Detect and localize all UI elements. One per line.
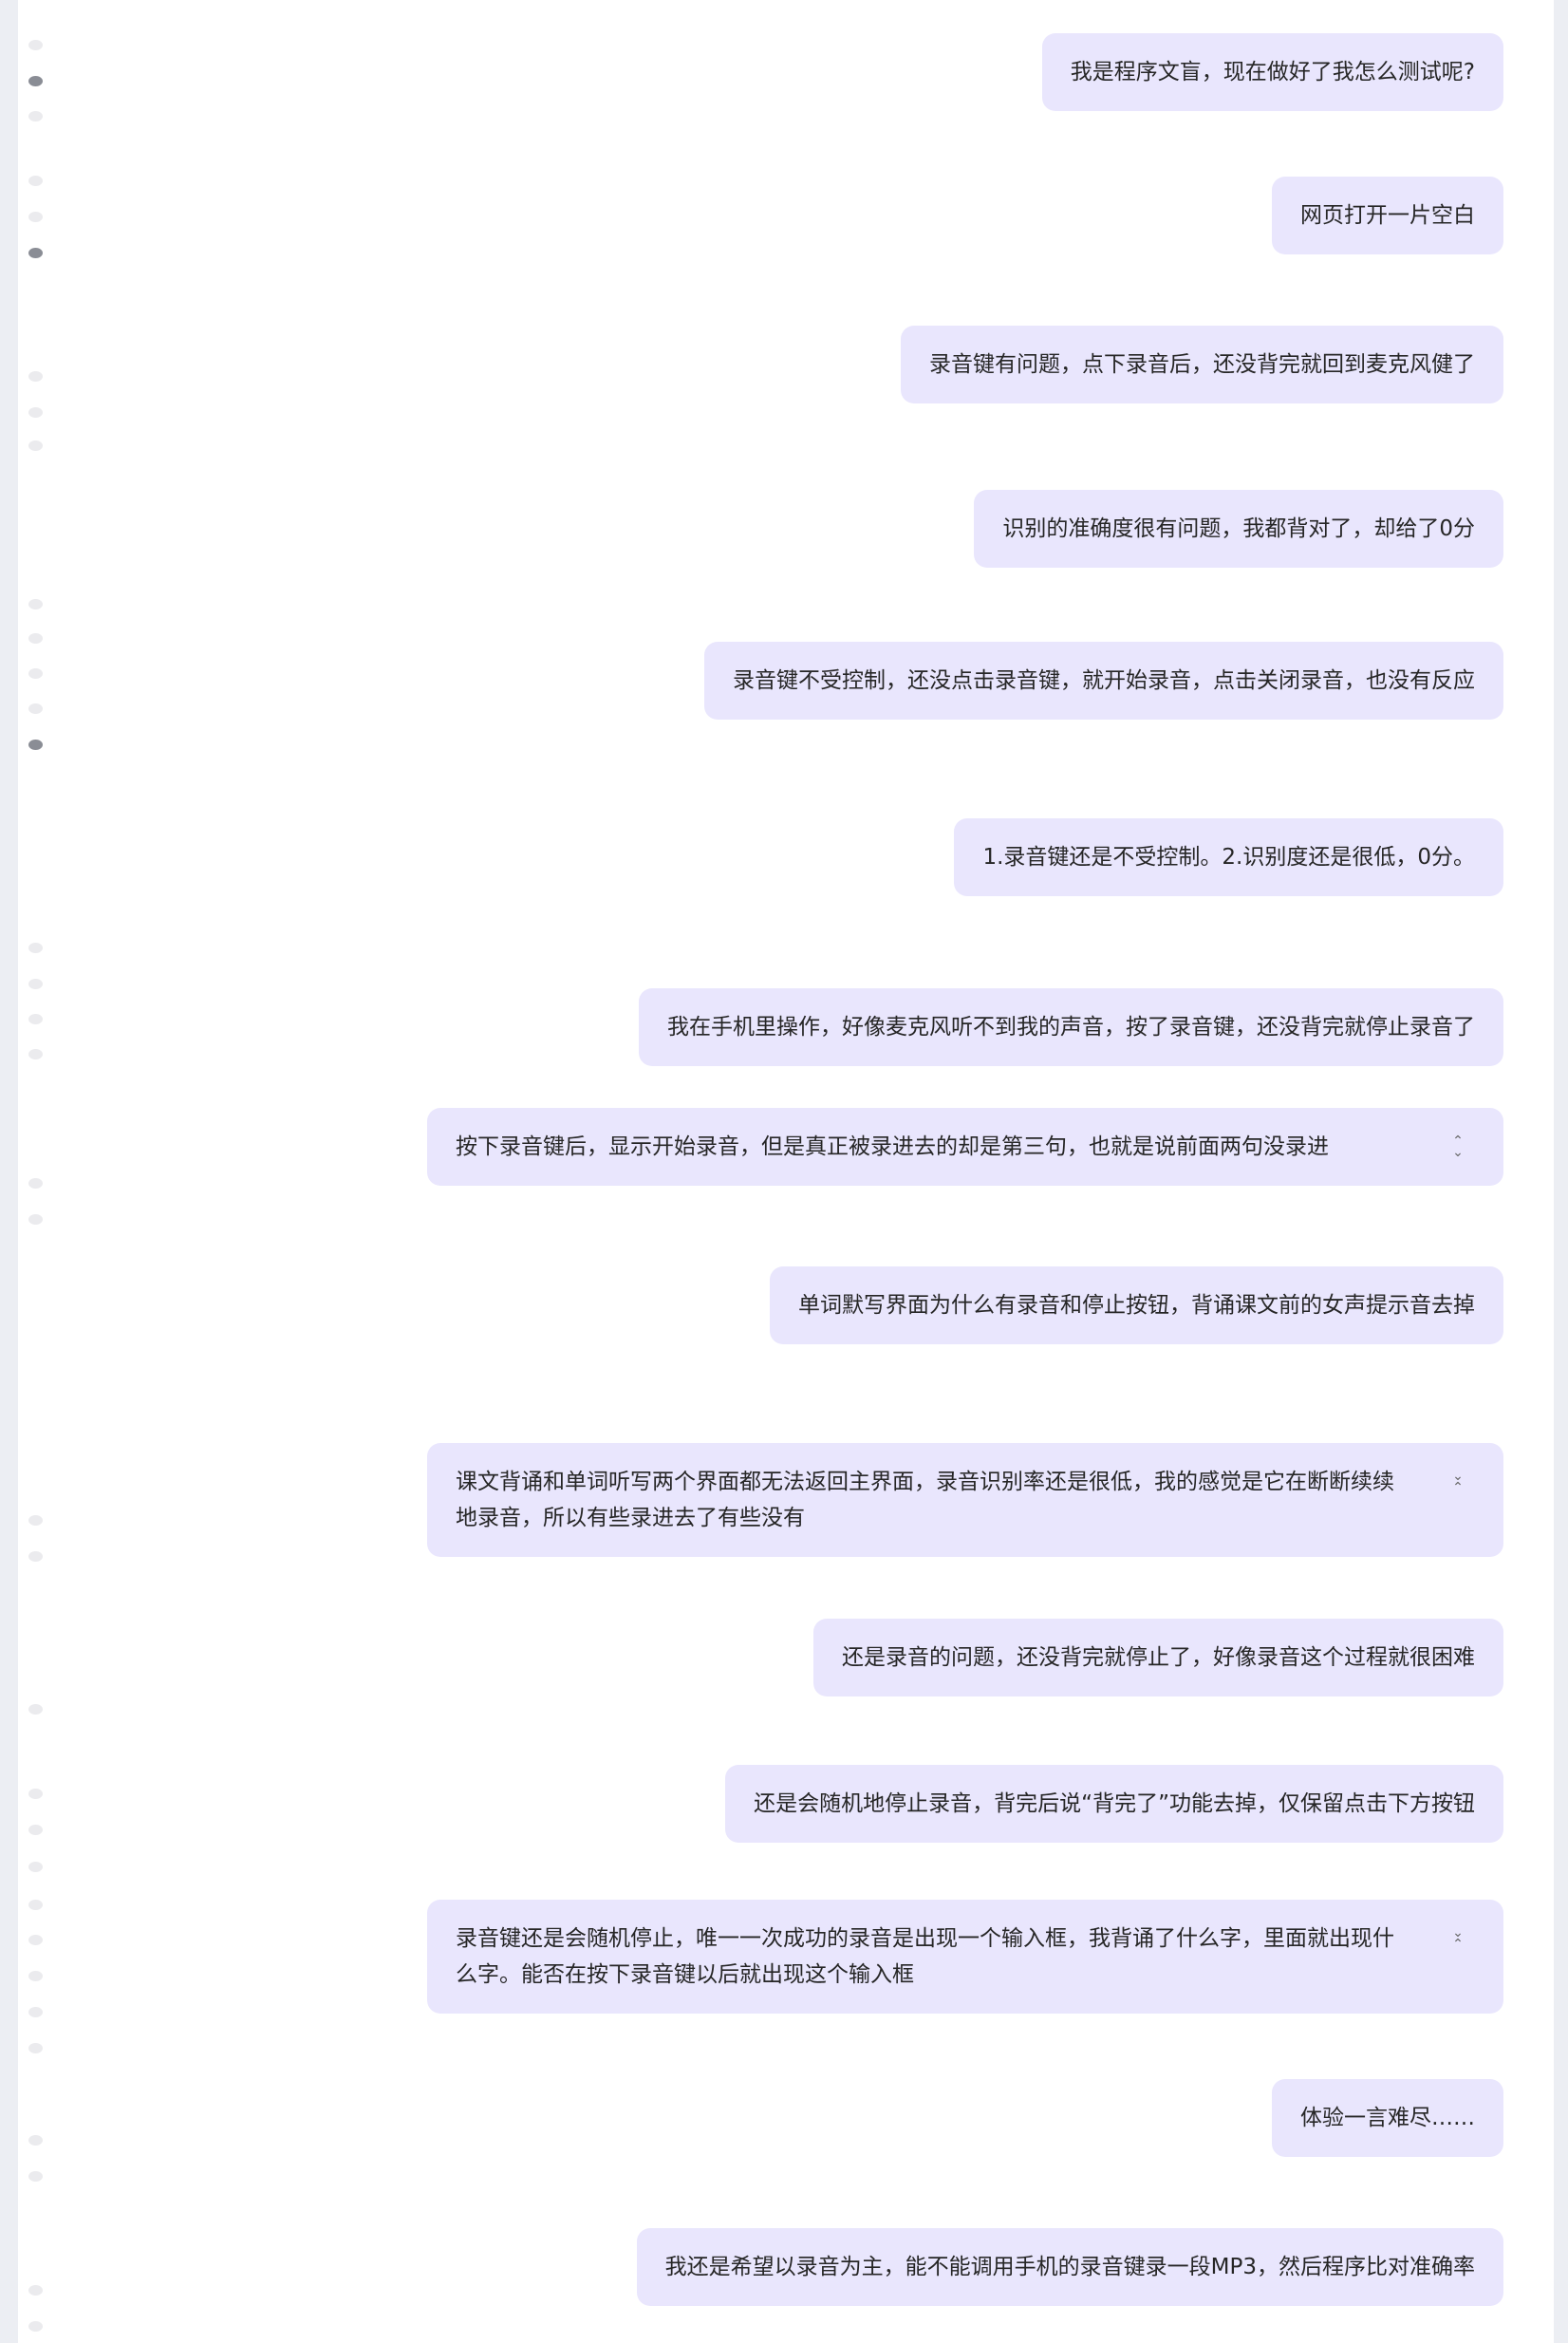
collapse-icon[interactable]: ⌄⌃ xyxy=(1452,1469,1464,1495)
expand-icon[interactable]: ⌃⌄ xyxy=(1452,1134,1464,1160)
message-text: 课文背诵和单词听写两个界面都无法返回主界面，录音识别率还是很低，我的感觉是它在断… xyxy=(456,1470,1394,1530)
message-nav-dot[interactable] xyxy=(28,2007,43,2017)
user-message-bubble: 我是程序文盲，现在做好了我怎么测试呢? xyxy=(1041,33,1503,111)
message-nav-dot[interactable] xyxy=(28,1862,43,1872)
user-message-bubble: 还是录音的问题，还没背完就停止了，好像录音这个过程就很困难 xyxy=(813,1619,1503,1696)
message-nav-dot[interactable] xyxy=(28,1935,43,1945)
scrollbar[interactable] xyxy=(1554,0,1568,2343)
message-text: 识别的准确度很有问题，我都背对了，却给了0分 xyxy=(1002,516,1475,541)
user-message-bubble: 体验一言难尽…… xyxy=(1272,2079,1503,2157)
message-nav-dot[interactable] xyxy=(28,1789,43,1799)
message-nav-dot[interactable] xyxy=(28,111,43,122)
message-text: 录音键还是会随机停止，唯一一次成功的录音是出现一个输入框，我背诵了什么字，里面就… xyxy=(456,1926,1394,1987)
message-nav-dot[interactable] xyxy=(28,407,43,418)
message-nav-dot[interactable] xyxy=(28,979,43,989)
user-message-bubble: 课文背诵和单词听写两个界面都无法返回主界面，录音识别率还是很低，我的感觉是它在断… xyxy=(427,1443,1503,1557)
message-nav-dot[interactable] xyxy=(28,1214,43,1225)
user-message-bubble: 录音键有问题，点下录音后，还没背完就回到麦克风健了 xyxy=(901,326,1503,403)
user-message-bubble: 录音键还是会随机停止，唯一一次成功的录音是出现一个输入框，我背诵了什么字，里面就… xyxy=(427,1900,1503,2014)
user-message-bubble: 我在手机里操作，好像麦克风听不到我的声音，按了录音键，还没背完就停止录音了 xyxy=(639,988,1503,1066)
message-nav-dot[interactable] xyxy=(28,740,43,750)
message-nav-dot[interactable] xyxy=(28,1704,43,1715)
message-nav-dot[interactable] xyxy=(28,1900,43,1910)
message-text: 按下录音键后，显示开始录音，但是真正被录进去的却是第三句，也就是说前面两句没录进 xyxy=(456,1134,1329,1159)
collapse-icon[interactable]: ⌄⌃ xyxy=(1452,1925,1464,1952)
message-nav-dot[interactable] xyxy=(28,1014,43,1024)
message-nav-dot[interactable] xyxy=(28,1178,43,1189)
message-nav-dot[interactable] xyxy=(28,633,43,644)
message-nav-dot[interactable] xyxy=(28,1825,43,1835)
message-nav-dot[interactable] xyxy=(28,599,43,609)
user-message-bubble: 还是会随机地停止录音，背完后说“背完了”功能去掉，仅保留点击下方按钮 xyxy=(725,1765,1503,1843)
message-text: 录音键有问题，点下录音后，还没背完就回到麦克风健了 xyxy=(929,352,1475,377)
message-text: 1.录音键还是不受控制。2.识别度还是很低，0分。 xyxy=(982,845,1475,870)
message-text: 单词默写界面为什么有录音和停止按钮，背诵课文前的女声提示音去掉 xyxy=(798,1293,1475,1318)
message-nav-dot[interactable] xyxy=(28,2135,43,2146)
message-nav-dot[interactable] xyxy=(28,176,43,186)
user-message-bubble: 网页打开一片空白 xyxy=(1272,177,1503,254)
message-nav-dot[interactable] xyxy=(28,943,43,953)
message-text: 我还是希望以录音为主，能不能调用手机的录音键录一段MP3，然后程序比对准确率 xyxy=(664,2255,1475,2279)
user-message-bubble: 1.录音键还是不受控制。2.识别度还是很低，0分。 xyxy=(954,818,1503,896)
message-text: 我在手机里操作，好像麦克风听不到我的声音，按了录音键，还没背完就停止录音了 xyxy=(667,1015,1475,1040)
message-text: 还是会随机地停止录音，背完后说“背完了”功能去掉，仅保留点击下方按钮 xyxy=(754,1791,1475,1816)
message-text: 录音键不受控制，还没点击录音键，就开始录音，点击关闭录音，也没有反应 xyxy=(733,668,1475,693)
message-nav-dot[interactable] xyxy=(28,1049,43,1059)
user-message-bubble: 我还是希望以录音为主，能不能调用手机的录音键录一段MP3，然后程序比对准确率 xyxy=(636,2228,1503,2306)
message-nav-dot[interactable] xyxy=(28,371,43,382)
message-nav-dot[interactable] xyxy=(28,212,43,222)
user-message-bubble: 识别的准确度很有问题，我都背对了，却给了0分 xyxy=(974,490,1503,568)
message-text: 体验一言难尽…… xyxy=(1300,2106,1475,2130)
message-nav-dot[interactable] xyxy=(28,2171,43,2182)
message-nav-dot[interactable] xyxy=(28,1971,43,1981)
message-nav-dot[interactable] xyxy=(28,440,43,451)
message-text: 我是程序文盲，现在做好了我怎么测试呢? xyxy=(1070,60,1475,84)
message-nav-dot[interactable] xyxy=(28,668,43,679)
left-sidebar-strip xyxy=(0,0,18,2343)
message-nav-dot[interactable] xyxy=(28,40,43,50)
user-message-bubble: 录音键不受控制，还没点击录音键，就开始录音，点击关闭录音，也没有反应 xyxy=(704,642,1503,720)
message-nav-dot[interactable] xyxy=(28,703,43,714)
user-message-bubble: 按下录音键后，显示开始录音，但是真正被录进去的却是第三句，也就是说前面两句没录进… xyxy=(427,1108,1503,1186)
message-nav-dot[interactable] xyxy=(28,248,43,258)
message-nav-dot[interactable] xyxy=(28,2321,43,2332)
message-nav-dot[interactable] xyxy=(28,1515,43,1526)
message-nav-dot[interactable] xyxy=(28,76,43,86)
message-nav-dot[interactable] xyxy=(28,1551,43,1562)
message-nav-dot[interactable] xyxy=(28,2285,43,2296)
message-text: 还是录音的问题，还没背完就停止了，好像录音这个过程就很困难 xyxy=(842,1645,1475,1670)
message-text: 网页打开一片空白 xyxy=(1300,203,1475,228)
message-nav-dot[interactable] xyxy=(28,2043,43,2053)
user-message-bubble: 单词默写界面为什么有录音和停止按钮，背诵课文前的女声提示音去掉 xyxy=(770,1266,1503,1344)
